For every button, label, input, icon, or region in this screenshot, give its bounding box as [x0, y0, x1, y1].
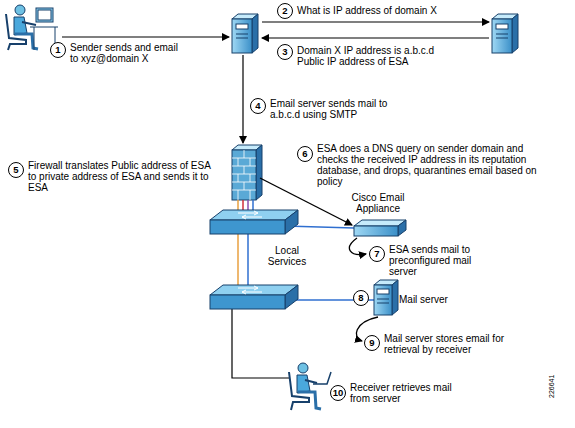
step-note: What is IP address of domain X — [297, 5, 497, 16]
server-lines — [236, 34, 248, 38]
body — [14, 17, 27, 35]
arm — [22, 22, 36, 25]
callout-number: 6 — [297, 146, 313, 162]
switch-arrows — [238, 211, 262, 219]
switch-front — [210, 220, 285, 234]
callout-number: 7 — [369, 246, 385, 262]
head — [15, 5, 25, 15]
arm — [305, 380, 317, 383]
appliance-top — [354, 220, 406, 226]
server-front — [492, 19, 512, 53]
flow-arrow — [242, 55, 243, 143]
legs — [298, 392, 321, 409]
body — [297, 375, 310, 393]
server-lines — [377, 299, 389, 303]
head — [298, 363, 308, 373]
server-panel — [377, 289, 389, 294]
flow-arrow — [262, 21, 489, 22]
server-side — [512, 14, 518, 53]
chair — [6, 14, 26, 50]
server-lines — [496, 34, 508, 38]
server-icon — [492, 14, 518, 53]
firewall-side — [256, 145, 262, 200]
callout-number: 10 — [330, 385, 346, 401]
step-note: Receiver retrieves mail from server — [350, 382, 468, 404]
step-note: ESA does a DNS query on sender domain an… — [317, 143, 554, 187]
switch-icon — [210, 210, 298, 234]
wire — [232, 309, 290, 378]
server-panel — [236, 24, 248, 29]
receiver-person — [289, 363, 331, 410]
switch-icon — [210, 285, 298, 309]
switch-top — [210, 210, 298, 220]
switch-side — [285, 210, 298, 234]
step-note: ESA sends mail to preconfigured mail ser… — [389, 244, 477, 277]
firewall-icon — [232, 145, 262, 200]
callout-number: 9 — [364, 335, 380, 351]
device-node: Mail server — [370, 280, 470, 316]
callout-number: 2 — [277, 3, 293, 19]
step-note: Mail server stores email for retrieval b… — [384, 333, 506, 355]
bricks — [232, 150, 256, 200]
server-icon — [232, 14, 258, 53]
step-note: Sender sends and email to xyz@domain X — [70, 42, 188, 64]
switch-top — [210, 285, 298, 295]
step-note: Email server sends mail to a.b.c.d using… — [270, 98, 390, 120]
wire — [247, 234, 249, 288]
server-side — [392, 280, 398, 315]
callout-number: 8 — [353, 290, 369, 306]
callout-number: 4 — [250, 98, 266, 114]
zone-label: Local Services — [262, 245, 312, 267]
appliance-icon — [354, 220, 406, 236]
figure-id: 226641 — [548, 375, 556, 398]
sender-person — [6, 5, 58, 50]
device-label: Mail server — [399, 294, 469, 305]
wire — [237, 234, 239, 288]
callout-number: 1 — [50, 42, 66, 58]
switch-front — [210, 295, 285, 309]
flow-arrow — [262, 37, 489, 38]
device-node: Cisco Email Appliance — [336, 192, 420, 238]
server-side — [252, 14, 258, 53]
step-note: Firewall translates Public address of ES… — [28, 160, 218, 193]
firewall-front — [232, 150, 256, 200]
step-note: Domain X IP address is a.b.c.d Public IP… — [297, 45, 462, 67]
flow-arrow — [62, 36, 229, 37]
server-front — [232, 19, 252, 53]
laptop — [313, 372, 331, 384]
appliance-front — [354, 226, 398, 236]
server-icon — [374, 280, 398, 315]
switch-side — [285, 285, 298, 309]
curved-arrow — [349, 238, 366, 255]
server-front — [374, 285, 392, 315]
callout-number: 5 — [8, 162, 24, 178]
appliance-side — [398, 220, 406, 236]
legs — [15, 34, 38, 49]
monitor — [36, 8, 53, 22]
device-label: Cisco Email Appliance — [336, 192, 420, 214]
screen — [38, 10, 51, 20]
server-panel — [496, 24, 508, 29]
callout-number: 3 — [277, 44, 293, 60]
switch-arrows — [238, 286, 262, 294]
